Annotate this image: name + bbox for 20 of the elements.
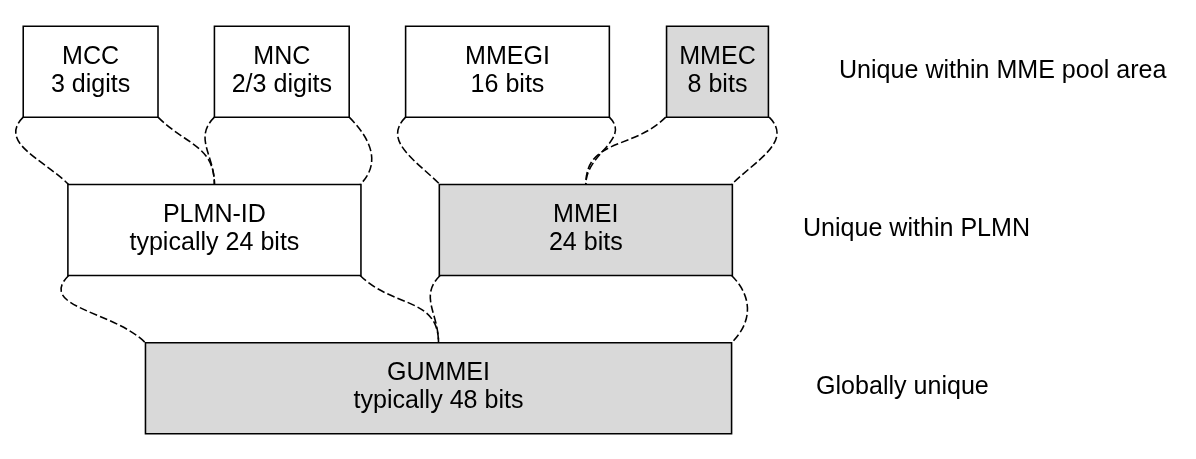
connector xyxy=(157,115,216,185)
node-box: PLMN-ID typically 24 bits xyxy=(67,183,362,276)
connector xyxy=(730,274,749,344)
connector xyxy=(396,115,441,185)
node-box: MMEI 24 bits xyxy=(438,183,734,276)
connector xyxy=(429,274,441,344)
node-box: MMEGI 16 bits xyxy=(404,25,611,118)
node-box: MNC 2/3 digits xyxy=(213,25,350,118)
connector xyxy=(359,274,440,344)
connector xyxy=(585,115,667,185)
connector xyxy=(204,115,216,185)
connector xyxy=(60,274,147,344)
node-box: MCC 3 digits xyxy=(22,25,159,118)
label: Unique within MME pool area xyxy=(839,54,1167,83)
node-box: MMEC 8 bits xyxy=(665,25,770,118)
label: Globally unique xyxy=(816,370,989,399)
connector xyxy=(15,115,70,185)
connector xyxy=(348,115,373,185)
label: Unique within PLMN xyxy=(802,212,1031,241)
node-box: GUMMEI typically 48 bits xyxy=(144,341,733,434)
